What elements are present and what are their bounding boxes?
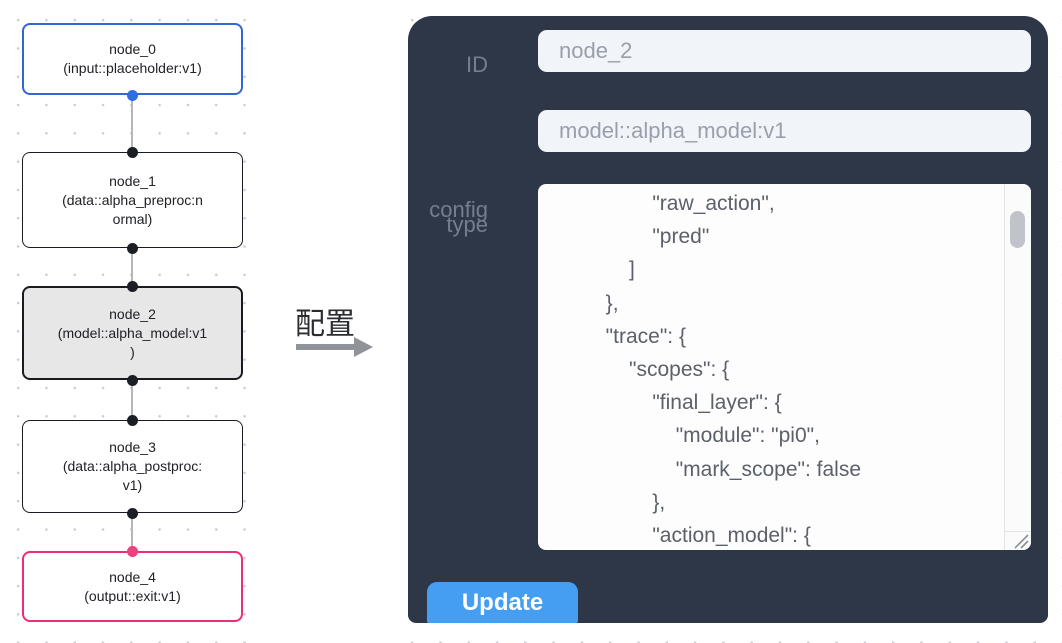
annotation-config-label: 配置 xyxy=(295,308,355,341)
node0-source-handle[interactable] xyxy=(126,90,138,101)
flow-node-node3[interactable]: node_3 (data::alpha_postproc: v1) xyxy=(22,420,243,513)
type-input[interactable] xyxy=(538,110,1031,152)
config-json-textarea[interactable]: "raw_action", "pred" ] }, "trace": { "sc… xyxy=(538,184,1031,550)
config-field-label: config xyxy=(429,197,488,222)
node3-target-handle[interactable] xyxy=(126,414,138,426)
textarea-resize-grip[interactable] xyxy=(1004,531,1031,550)
right-arrow-icon xyxy=(296,337,373,357)
node-title: node_4 xyxy=(109,568,156,585)
node-config-panel: ID type config "raw_action", "pred" ] },… xyxy=(408,16,1048,623)
type-field-label: type xyxy=(446,212,488,237)
flow-node-node2-selected[interactable]: node_2 (model::alpha_model:v1 ) xyxy=(22,286,243,380)
node-title: node_2 xyxy=(109,305,156,322)
node3-source-handle[interactable] xyxy=(126,507,138,519)
config-scrollbar-thumb[interactable] xyxy=(1010,211,1025,248)
node1-source-handle[interactable] xyxy=(126,242,138,254)
config-json-text: "raw_action", "pred" ] }, "trace": { "sc… xyxy=(605,192,862,548)
node2-target-handle[interactable] xyxy=(126,280,138,292)
edge-node1-node2 xyxy=(131,248,133,286)
edge-node0-node1 xyxy=(131,95,133,152)
flow-node-node0[interactable]: node_0 (input::placeholder:v1) xyxy=(22,23,243,95)
update-button[interactable]: Update xyxy=(427,582,578,623)
node-title: node_1 xyxy=(109,172,156,189)
flow-node-node4[interactable]: node_4 (output::exit:v1) xyxy=(22,551,243,622)
flow-canvas[interactable]: node_0 (input::placeholder:v1) node_1 (d… xyxy=(0,0,271,643)
node-type-line: (data::alpha_postproc: xyxy=(62,458,203,474)
edge-node2-node3 xyxy=(131,380,133,420)
node4-target-handle[interactable] xyxy=(126,545,138,557)
node1-target-handle[interactable] xyxy=(126,146,138,158)
node-type-line: ) xyxy=(130,343,135,360)
flow-node-node1[interactable]: node_1 (data::alpha_preproc:n ormal) xyxy=(22,152,243,248)
node-title: node_0 xyxy=(109,41,156,57)
node-title: node_3 xyxy=(109,439,156,455)
node-type-line: (model::alpha_model:v1 xyxy=(57,324,208,341)
node-type-line: (input::placeholder:v1) xyxy=(63,60,202,76)
config-scrollbar-track[interactable] xyxy=(1004,184,1031,531)
id-input[interactable] xyxy=(538,30,1031,72)
node-type-line: (output::exit:v1) xyxy=(84,587,181,604)
node-type-line: (data::alpha_preproc:n xyxy=(62,191,203,208)
node-type-line: v1) xyxy=(122,477,143,493)
node-type-line: ormal) xyxy=(112,210,153,227)
id-field-label: ID xyxy=(466,52,488,77)
edge-node3-node4 xyxy=(131,513,133,551)
node2-source-handle[interactable] xyxy=(126,374,138,386)
